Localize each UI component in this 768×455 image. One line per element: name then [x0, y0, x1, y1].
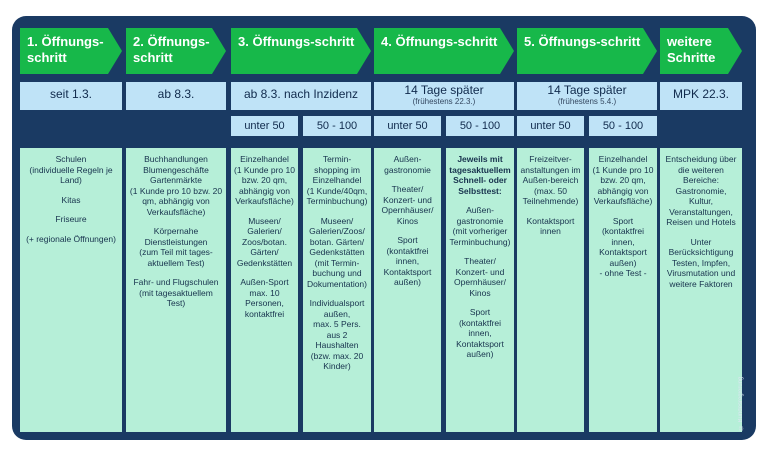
- step-5-50-100: 50 - 100: [589, 116, 657, 136]
- step-2-header: 2. Öffnungs-schritt: [126, 28, 226, 74]
- step-1-body: Schulen(individuelle Regeln je Land) Kit…: [20, 148, 122, 432]
- step-5-date-sub: (frühestens 5.4.): [557, 97, 617, 106]
- step-5-title: 5. Öffnungs-schritt: [524, 34, 641, 49]
- stepplan-board: 1. Öffnungs-schritt 2. Öffnungs-schritt …: [12, 16, 756, 440]
- step-2-title: 2. Öffnungs-schritt: [133, 34, 210, 65]
- step-3-under50: unter 50: [231, 116, 298, 136]
- step-4-date: 14 Tage später(frühestens 22.3.): [374, 82, 514, 110]
- step-5-date: 14 Tage später(frühestens 5.4.): [517, 82, 657, 110]
- step-3-date: ab 8.3. nach Inzidenz: [231, 82, 371, 110]
- step-3a-body: Einzelhandel(1 Kunde pro 10 bzw. 20 qm, …: [231, 148, 298, 432]
- step-4-header: 4. Öffnungs-schritt: [374, 28, 514, 74]
- step-6-title: weitere Schritte: [667, 34, 716, 65]
- step-5-header: 5. Öffnungs-schritt: [517, 28, 657, 74]
- step-4a-body: Außen-gastronomie Theater/ Konzert- und …: [374, 148, 441, 432]
- step-5b-body: Einzelhandel(1 Kunde pro 10 bzw. 20 qm, …: [589, 148, 657, 432]
- step-5-under50: unter 50: [517, 116, 584, 136]
- copyright-notice: © Bundesregierung: [738, 376, 744, 430]
- step-2-body: Buchhandlungen Blumengeschäfte Gartenmär…: [126, 148, 226, 432]
- step-1-title: 1. Öffnungs-schritt: [27, 34, 104, 65]
- step-6-header: weitere Schritte: [660, 28, 742, 74]
- step-3-title: 3. Öffnungs-schritt: [238, 34, 355, 49]
- step-5a-body: Freizeitver-anstaltungen im Außen-bereic…: [517, 148, 584, 432]
- step-1-header: 1. Öffnungs-schritt: [20, 28, 122, 74]
- step-4b-body: Jeweils mit tagesaktuellem Schnell- oder…: [446, 148, 514, 432]
- step-4-date-sub: (frühestens 22.3.): [412, 97, 476, 106]
- step-2-date: ab 8.3.: [126, 82, 226, 110]
- step-4-50-100: 50 - 100: [446, 116, 514, 136]
- step-1-date: seit 1.3.: [20, 82, 122, 110]
- step-6-body: Entscheidung über die weiteren Bereiche:…: [660, 148, 742, 432]
- step-4-under50: unter 50: [374, 116, 441, 136]
- step-4-title: 4. Öffnungs-schritt: [381, 34, 498, 49]
- step-3b-body: Termin-shopping im Einzelhandel(1 Kunde/…: [303, 148, 371, 432]
- step-6-date: MPK 22.3.: [660, 82, 742, 110]
- step-3-50-100: 50 - 100: [303, 116, 371, 136]
- step-3-header: 3. Öffnungs-schritt: [231, 28, 371, 74]
